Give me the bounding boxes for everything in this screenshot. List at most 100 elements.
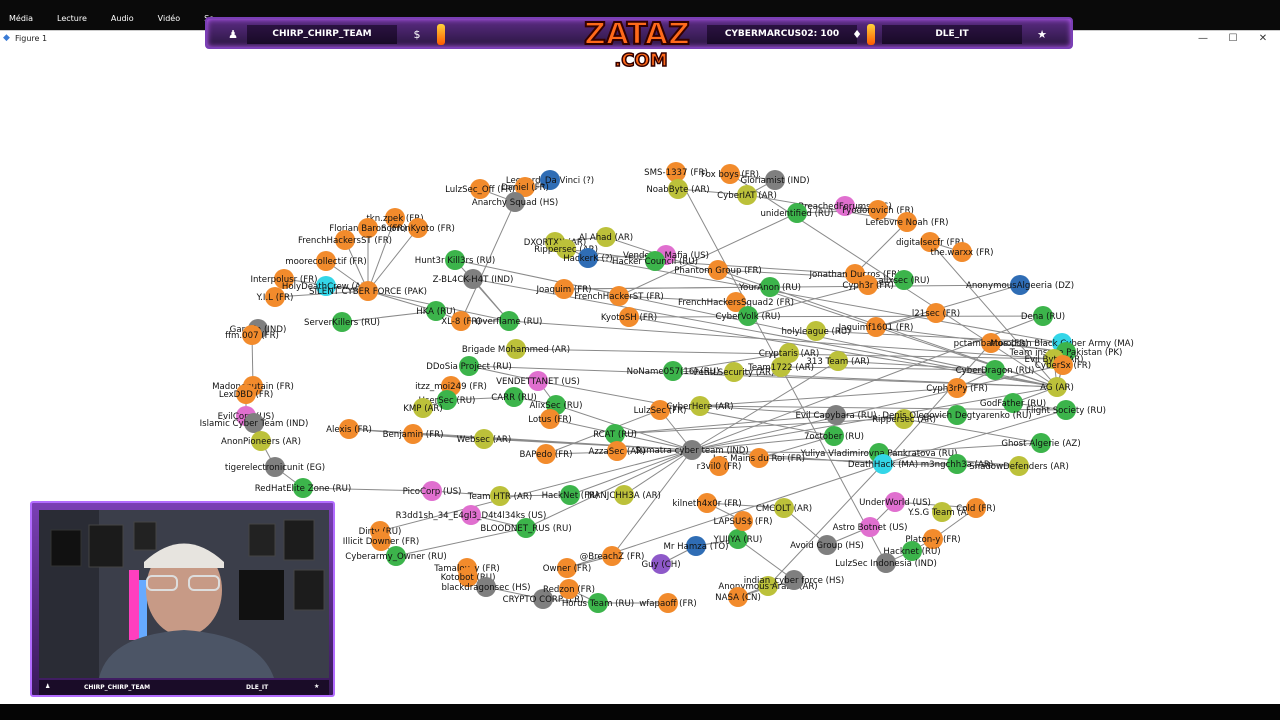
graph-node-label: Cyph3r (FR) [842, 281, 893, 291]
graph-node-label: moorecollectif (FR) [285, 257, 366, 267]
graph-node[interactable]: Brigade Mohammed (AR) [462, 339, 570, 359]
graph-node-label: Cyberarmy_Owner (RU) [345, 552, 447, 562]
star-icon: ★ [1032, 25, 1052, 44]
graph-node-label: BAPedo (FR) [519, 450, 572, 460]
graph-node[interactable]: SMS-1337 (FR) [644, 162, 708, 182]
graph-node[interactable]: Al Ahad (AR) [579, 227, 633, 247]
graph-node[interactable]: AG (AR) [1040, 377, 1074, 397]
graph-node-label: DDoSia Project (RU) [426, 362, 511, 372]
graph-node[interactable]: AnonPioneers (AR) [221, 431, 301, 451]
graph-node[interactable]: Astro Botnet (US) [833, 517, 908, 537]
graph-node[interactable]: Team HTR (AR) [467, 486, 532, 506]
graph-node-label: itzz_moi249 (FR) [415, 382, 487, 392]
graph-node[interactable]: ShadowDefenders (AR) [969, 456, 1069, 476]
webcam-feed [39, 510, 329, 678]
graph-node[interactable]: Cyph3rPy (FR) [926, 378, 988, 398]
graph-node-label: Islamic Cyber Team (IND) [200, 419, 309, 429]
graph-node-label: CyberSx (FR) [1035, 361, 1091, 371]
menu-audio[interactable]: Audio [111, 14, 134, 28]
graph-node-label: ServerKillers (RU) [304, 318, 380, 328]
graph-node-label: SILENT CYBER FORCE (PAK) [309, 287, 427, 297]
graph-node[interactable]: Ghost Algerie (AZ) [1001, 433, 1080, 453]
graph-node-label: CyberDragon (RU) [956, 366, 1035, 376]
graph-node[interactable]: Lotus (FR) [528, 409, 572, 429]
graph-node-label: Avoid Group (HS) [790, 541, 864, 551]
user-icon: ♟ [45, 683, 50, 690]
dollar-icon: $ [407, 25, 427, 44]
graph-node[interactable]: l21sec (FR) [912, 303, 960, 323]
menu-media[interactable]: Média [9, 14, 33, 28]
graph-node[interactable]: kilneth4x0r (FR) [672, 493, 741, 513]
graph-node-label: Denis Olegovich Degtyarenko (RU) [882, 411, 1031, 421]
graph-node-label: PicoCorp (US) [403, 487, 462, 497]
graph-node[interactable]: Alexis (FR) [326, 419, 372, 439]
menu-video[interactable]: Vidéo [158, 14, 180, 28]
graph-node-label: DeathHack (MA) [848, 460, 918, 470]
graph-node[interactable]: MANJCHH3A (AR) [587, 485, 661, 505]
graph-node[interactable]: Websec (AR) [457, 429, 512, 449]
graph-node-label: CyberVolk (RU) [716, 312, 781, 322]
graph-node-label: BLOODNET_RUS (RU) [480, 524, 571, 534]
graph-node[interactable]: Benjamin (FR) [383, 424, 444, 444]
graph-node-label: LAPSUS$ (FR) [713, 517, 772, 527]
graph-node-label: ScoronKyoto (FR) [381, 224, 455, 234]
graph-node[interactable]: AnonymousAlgeeria (DZ) [966, 275, 1074, 295]
graph-node[interactable]: NoabByte (AR) [646, 179, 709, 199]
graph-node[interactable]: CMCOLT (AR) [756, 498, 812, 518]
webcam-footer: ♟ CHIRP_CHIRP_TEAM DLE_IT ★ [39, 680, 329, 695]
graph-node[interactable]: Overflame (RU) [476, 311, 543, 331]
graph-node[interactable]: CyberVolk (RU) [716, 306, 781, 326]
graph-node[interactable]: @BreachZ (FR) [580, 546, 645, 566]
team-name: CHIRP_CHIRP_TEAM [247, 25, 397, 44]
graph-node-label: VENDETTANET (US) [496, 377, 580, 387]
graph-node-label: 7october (RU) [804, 432, 864, 442]
graph-node[interactable]: wfapaoff (FR) [639, 593, 697, 613]
user-points: CYBERMARCUS02: 100 [707, 25, 857, 44]
graph-node-label: tigerelectronicunit (EG) [225, 463, 325, 473]
graph-node-label: the.warxx (FR) [931, 248, 994, 258]
graph-node-label: wfapaoff (FR) [639, 599, 697, 609]
graph-node[interactable]: CyberDragon (RU) [956, 360, 1035, 380]
graph-node-label: Team1722 (AR) [747, 363, 814, 373]
graph-node-label: CMCOLT (AR) [756, 504, 812, 514]
zataz-logo: ZATAZ .COM [575, 12, 700, 70]
webcam-channel: DLE_IT [246, 684, 268, 691]
graph-node[interactable]: ServerKillers (RU) [304, 312, 380, 332]
graph-node[interactable]: KyotoSH (FR) [601, 307, 657, 327]
graph-node[interactable]: VENDETTANET (US) [496, 371, 580, 391]
graph-node[interactable]: Avoid Group (HS) [790, 535, 864, 555]
graph-node-label: RedHatElite Zone (RU) [255, 484, 352, 494]
graph-edge [855, 222, 907, 274]
graph-node-label: RCAT (RU) [593, 430, 637, 440]
graph-node[interactable]: CyberIAT (AR) [717, 185, 777, 205]
webcam-team: CHIRP_CHIRP_TEAM [84, 684, 150, 691]
graph-node-label: AlixSec (RU) [530, 401, 583, 411]
graph-node[interactable]: Dena (RU) [1021, 306, 1065, 326]
graph-node[interactable]: Cyberarmy_Owner (RU) [345, 546, 447, 566]
graph-node[interactable]: RCAT (RU) [593, 424, 637, 444]
graph-node[interactable]: tigerelectronicunit (EG) [225, 457, 325, 477]
graph-node-label: ffm.007 (FR) [225, 331, 279, 341]
graph-node-label: CyberIAT (AR) [717, 191, 777, 201]
graph-node-label: Team HTR (AR) [467, 492, 532, 502]
graph-node[interactable]: Illicit Downer (FR) [343, 531, 419, 551]
graph-node-label: unidentified (RU) [760, 209, 833, 219]
logo-text-bottom: .COM [614, 50, 667, 70]
graph-node-label: l21sec (FR) [912, 309, 960, 319]
graph-node-label: HackerK (?) [563, 254, 613, 264]
graph-node-label: Cold (FR) [956, 504, 995, 514]
graph-node[interactable]: LAPSUS$ (FR) [713, 511, 772, 531]
menu-lecture[interactable]: Lecture [57, 14, 87, 28]
graph-node-label: Evil Capybara (RU) [795, 411, 876, 421]
graph-node[interactable]: PicoCorp (US) [403, 481, 462, 501]
graph-node[interactable]: Islamic Cyber Team (IND) [200, 413, 309, 433]
graph-node-label: @BreachZ (FR) [580, 552, 645, 562]
graph-node[interactable]: Z-BL4CK-H4T (IND) [433, 269, 514, 289]
graph-node-label: Dena (RU) [1021, 312, 1065, 322]
graph-node[interactable]: moorecollectif (FR) [285, 251, 366, 271]
graph-node[interactable]: Hunt3r Kill3rs (RU) [415, 250, 495, 270]
graph-node[interactable]: RedHatElite Zone (RU) [255, 478, 352, 498]
graph-node-label: Ghost Algerie (AZ) [1001, 439, 1080, 449]
graph-node-label: HKA (RU) [416, 307, 456, 317]
graph-node-label: Brigade Mohammed (AR) [462, 345, 570, 355]
